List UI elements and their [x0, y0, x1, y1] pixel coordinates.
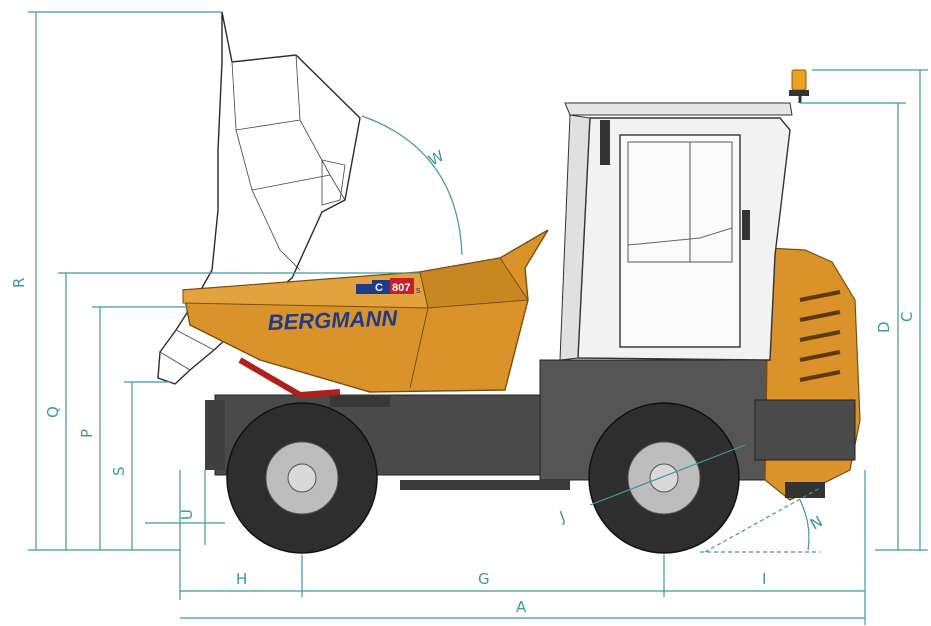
dim-label-J: J — [556, 507, 567, 526]
cab — [559, 102, 793, 361]
raised-skip-outline — [157, 11, 361, 385]
dim-label-D: D — [875, 321, 893, 333]
dim-label-P: P — [78, 429, 96, 438]
dim-label-R: R — [10, 278, 28, 288]
dimension-labels: R Q P S U D C H G I A J N W — [10, 147, 916, 616]
dim-label-N: N — [807, 512, 826, 533]
dim-label-A: A — [516, 598, 527, 616]
dim-label-G: G — [478, 570, 490, 588]
model-suffix: s — [416, 285, 421, 295]
model-number: 807 — [392, 282, 410, 294]
rear-wheel — [588, 402, 740, 554]
dim-label-W: W — [425, 147, 447, 170]
dim-label-I: I — [762, 570, 766, 588]
brand-name: BERGMANN — [267, 305, 398, 335]
beacon-light — [789, 69, 809, 103]
dim-label-Q: Q — [44, 406, 62, 418]
dump-skip — [182, 229, 549, 399]
engine-housing — [754, 247, 861, 501]
front-wheel — [226, 402, 378, 554]
dim-label-U: U — [178, 509, 196, 520]
dim-label-S: S — [110, 466, 128, 476]
dim-label-C: C — [898, 312, 916, 322]
dim-label-H: H — [236, 570, 247, 588]
dimension-lines — [28, 11, 928, 625]
model-badge: C 807 s — [356, 278, 421, 295]
model-prefix: C — [375, 282, 383, 294]
